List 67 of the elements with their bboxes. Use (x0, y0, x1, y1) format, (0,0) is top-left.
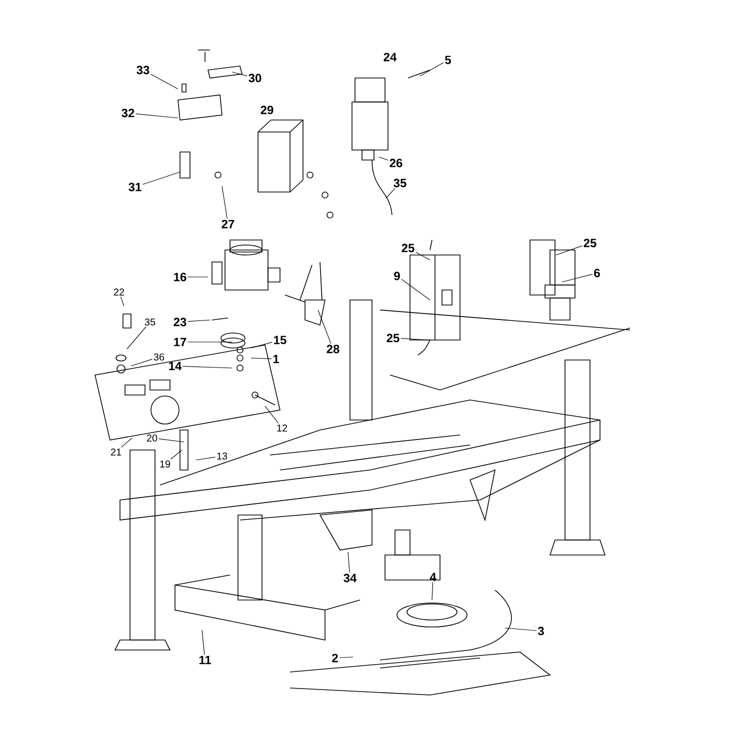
callout-number: 16 (174, 272, 186, 282)
leader-line (400, 338, 430, 340)
leader-line (196, 456, 216, 460)
callout-number: 35 (144, 318, 156, 326)
callout-number: 25 (386, 334, 400, 342)
leader-line (222, 186, 228, 219)
callout-number: 20 (146, 434, 158, 442)
callout-number: 31 (128, 182, 142, 192)
leader-line (432, 582, 434, 600)
callout-number: 11 (199, 656, 211, 664)
callout-number: 36 (154, 353, 164, 361)
leader-line (348, 552, 350, 573)
leader-line (556, 245, 582, 256)
leader-line (158, 438, 184, 442)
leader-line (182, 366, 232, 368)
leader-line (136, 114, 178, 118)
leader-line (420, 62, 444, 76)
leader-line (250, 358, 272, 360)
leader-line (378, 156, 388, 161)
leader-line (386, 188, 396, 198)
callout-number: 4 (430, 572, 436, 582)
leader-line (150, 74, 178, 90)
leader-line (504, 628, 537, 631)
callout-number: 25 (584, 238, 596, 248)
leader-line (126, 326, 146, 350)
callout-number: 23 (174, 318, 186, 326)
leader-line (202, 630, 205, 655)
callout-number: 3 (538, 626, 544, 636)
callout-number: 28 (326, 344, 340, 354)
callout-number: 35 (394, 178, 406, 188)
leader-line (562, 274, 593, 282)
callout-number: 32 (122, 108, 134, 118)
leader-line (232, 72, 248, 76)
callout-number: 24 (384, 52, 397, 62)
leader-line (401, 279, 430, 300)
callout-number: 30 (248, 74, 262, 82)
leader-line (264, 406, 279, 424)
leader-line (130, 358, 153, 366)
callout-number: 25 (402, 244, 414, 252)
callout-number: 34 (344, 574, 357, 582)
leader-line (188, 276, 208, 278)
leader-line (142, 172, 180, 185)
callout-number: 21 (110, 448, 122, 456)
callout-number: 33 (136, 66, 150, 74)
leader-line (339, 656, 354, 658)
leader-line (416, 252, 430, 260)
callout-number: 13 (217, 452, 228, 460)
callout-number: 14 (169, 362, 182, 370)
callout-number: 29 (260, 106, 274, 114)
callout-number: 9 (394, 272, 400, 280)
leader-line (318, 310, 332, 344)
callout-number: 17 (174, 338, 186, 346)
leader-line (250, 342, 272, 348)
callout-number: 22 (114, 288, 124, 296)
leader-line (188, 320, 210, 322)
callout-number: 15 (274, 336, 286, 344)
callout-number: 2 (332, 654, 338, 662)
callout-number: 27 (222, 220, 234, 228)
leader-line (120, 296, 124, 306)
callout-number: 1 (273, 354, 279, 364)
callout-number: 12 (277, 424, 288, 432)
leader-line (121, 438, 132, 448)
callout-number: 5 (445, 56, 451, 64)
callout-number: 26 (390, 158, 402, 168)
callout-number: 19 (160, 460, 170, 468)
leader-line (170, 450, 182, 460)
callout-number: 6 (594, 268, 600, 278)
